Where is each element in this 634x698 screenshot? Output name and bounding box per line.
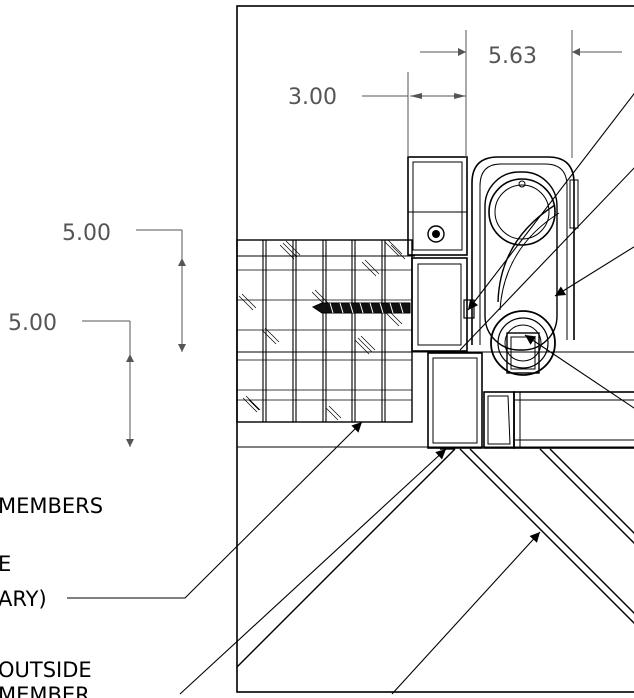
callout-members: MEMBERS (0, 494, 103, 518)
dimension-3-00: 3.00 (288, 85, 337, 110)
dimension-5-63: 5.63 (488, 44, 537, 69)
grid-block (236, 239, 413, 423)
callout-member: MEMBER (0, 683, 90, 698)
callout-e: E (0, 552, 11, 576)
dimension-5-00-upper: 5.00 (62, 221, 111, 246)
callout-outside: OUTSIDE (0, 658, 92, 682)
hinge-bracket (471, 156, 579, 376)
callout-ary: ARY) (0, 587, 47, 611)
callout-leaders (67, 93, 634, 695)
screw-fastener (311, 302, 411, 314)
dimension-lines (82, 30, 622, 447)
dimension-5-00-lower: 5.00 (8, 311, 57, 336)
frame-profile (407, 156, 634, 449)
diagonal-members (236, 448, 634, 668)
